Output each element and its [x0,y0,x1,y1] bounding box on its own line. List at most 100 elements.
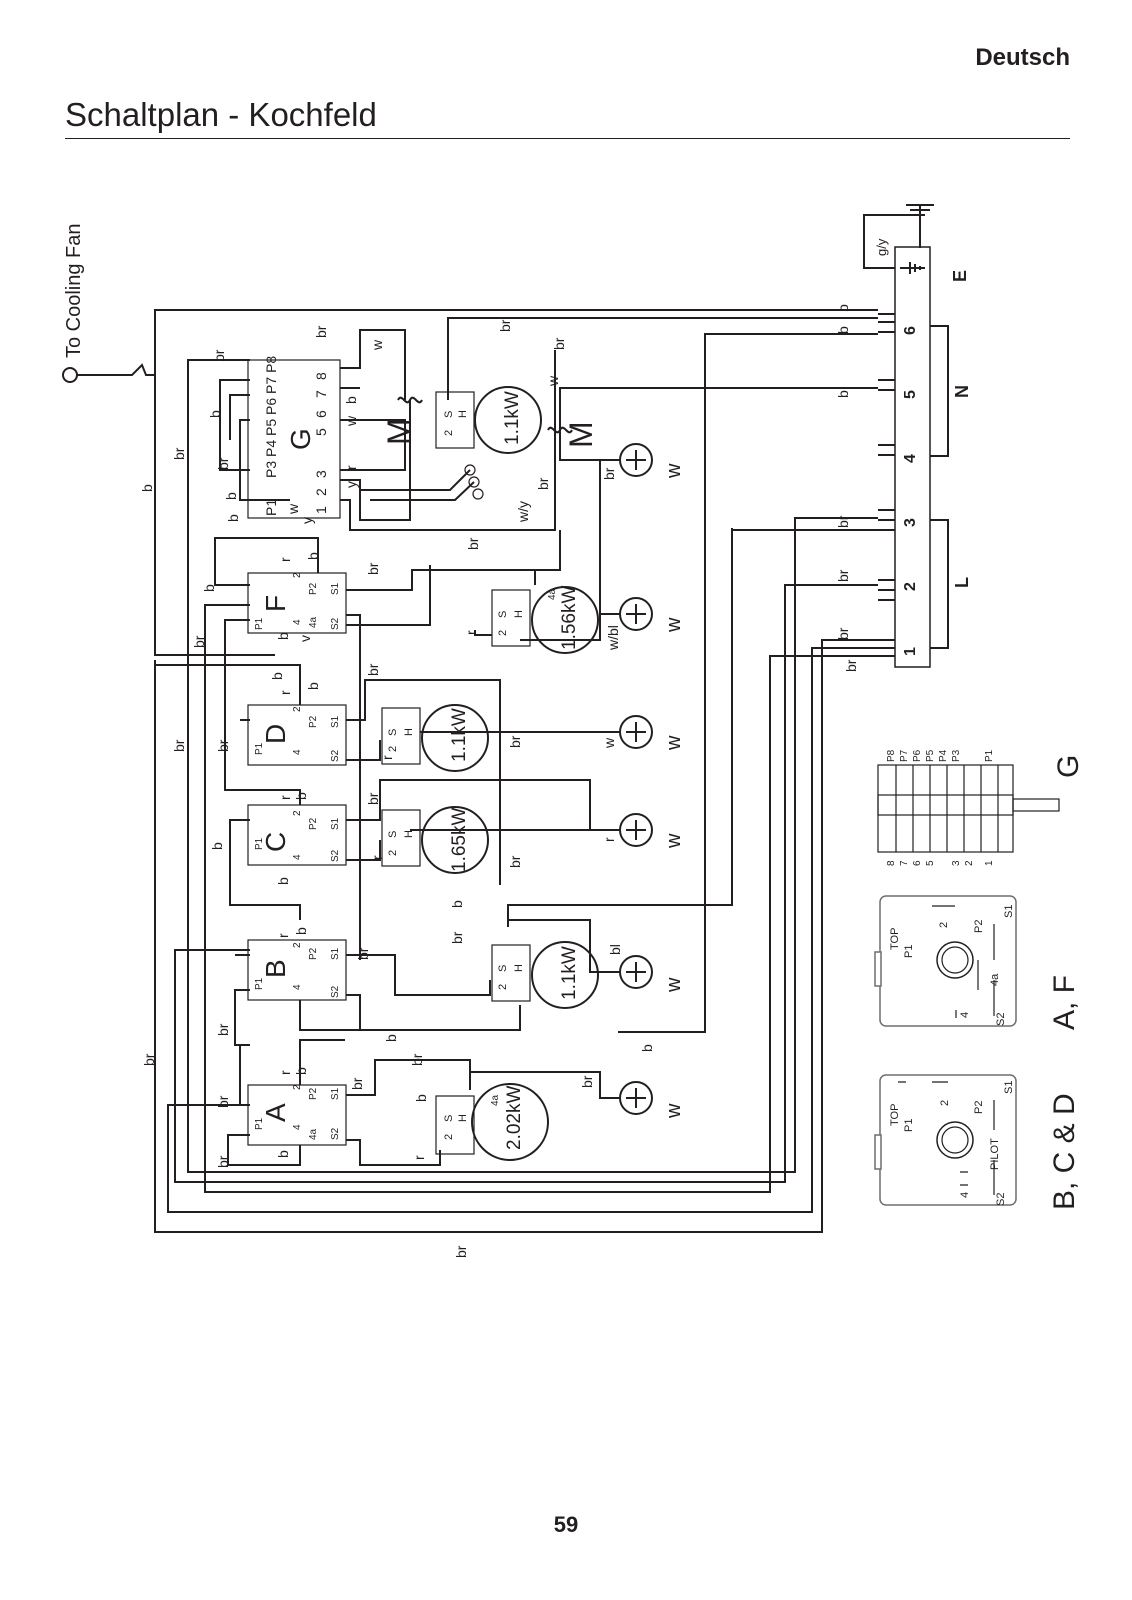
cooling-fan-connector: To Cooling Fan [62,223,155,383]
switch-a-c2: 2 [292,1084,303,1090]
legend-switch-bcd: TOP P1 2 P2 S1 S2 4 PILOT B, C & D [874,1074,1081,1210]
burner-c-rating: 1.65kW [449,808,470,872]
burner-c: 1.65kW S H 2 r br b [369,806,523,908]
burner-b-pin-2: 2 [497,984,509,990]
wire-label-b-br3: br [215,1023,231,1036]
wire-label-t5-b: b [835,390,851,398]
wire-label-d-r: r [277,690,293,695]
wire-label-g-w3: w [285,503,301,515]
switch-c-c2: 2 [292,810,303,816]
wire-label-a-br2: br [215,1095,231,1108]
legend-g-p1: P1 [984,749,995,762]
legend-bcd-top: TOP [889,1104,901,1126]
burner-a-pin-4a: 4a [490,1094,501,1106]
burner-d-pin-2: 2 [387,746,399,752]
terminal-1: 1 [902,647,919,656]
igniter-b-wire: w [663,977,685,993]
igniter-f-wire: w [663,617,685,633]
wire-label-f-b: b [305,552,321,560]
bus-wiring [154,309,878,1233]
burner-d-pin-h: H [403,728,415,736]
switch-g-contact-6: 6 [313,410,329,418]
wire-label-g-br6: br [497,319,513,332]
burner-a: 2.02kW S H 2 4a [435,1083,549,1161]
legend-af-top: TOP [889,928,901,950]
wire-label-g-b4: b [225,514,241,522]
wire-label-g-r: r [343,465,359,470]
neutral-group-label: N [952,385,972,398]
wire-label-f-r: r [277,557,293,562]
igniter-d-wire: w [663,735,685,751]
motor-left-label: M [381,418,417,445]
wire-label-a-b4: b [413,1094,429,1102]
legend-switch-g: P8 P7 P6 P5 P4 P3 P1 8 7 6 5 3 2 1 G [877,749,1085,866]
wire-label-g-w4: w [545,375,561,387]
wire-label-t1-br2: br [843,659,859,672]
switch-d-letter: D [260,724,291,744]
switch-c-p1: P1 [254,837,265,850]
terminal-5: 5 [902,390,919,399]
wire-label-c-b2: b [209,842,225,850]
switch-a-p2: P2 [308,1087,319,1100]
wire-label-f-br: br [365,562,381,575]
wire-label-g-br3: br [215,457,231,470]
burner-f-pin-s: S [497,611,509,618]
legend-g-c6: 6 [912,860,923,866]
burner-a-pin-2: 2 [443,1134,455,1140]
switch-a-c4a: 4a [308,1128,319,1140]
switch-g: G P3 P4 P5 P6 P7 P8 P1 8 7 6 5 3 2 1 br … [139,325,556,531]
legend-g-p7: P7 [899,749,910,762]
wire-label-a-b2: b [275,1150,291,1158]
wire-label-c-br2: br [507,855,523,868]
igniter-g-label: br [601,467,617,480]
terminal-2: 2 [902,582,919,591]
switch-g-contact-1: 1 [313,506,329,514]
burner-b-rating: 1.1kW [559,946,580,1000]
igniter-c-label: r [601,837,617,842]
legend-bcd-s2: S2 [995,1193,1007,1206]
switch-g-letter: G [285,428,316,450]
burner-b-pin-h: H [513,964,525,972]
legend-bcd-s1: S1 [1003,1081,1015,1094]
igniter-f-label: w/bl [605,625,621,651]
burner-f: 1.56kW S H 2 4a br r [430,537,599,654]
wire-label-a-b3: b [383,1034,399,1042]
legend-g-c3: 3 [951,860,962,866]
burner-g-rating: 1.1kW [502,391,523,445]
legend-bcd-pilot: PILOT [989,1138,1001,1170]
igniter-d-label: w [601,737,617,749]
legend-g-p3: P3 [951,749,962,762]
burner-g-pin-h: H [457,410,469,418]
switch-b-c2: 2 [292,942,303,948]
wire-label-bottom-br: br [453,1245,469,1258]
wire-label-g-br5: br [535,477,551,490]
wire-label-d-br4: br [507,735,523,748]
cooling-fan-label: To Cooling Fan [63,223,85,358]
wire-label-a-br: br [349,1077,365,1090]
wire-label-g-br7: br [551,337,567,350]
legend-switch-af: TOP P1 2 P2 S1 S2 4 4a A, F [874,895,1081,1030]
wire-label-c-br: br [365,792,381,805]
legend-af-4: 4 [959,1012,971,1018]
wire-label-t2-br: br [835,569,851,582]
wire-label-a-r: r [277,1070,293,1075]
terminal-block: g/y E 6 5 4 3 2 1 N L [863,204,972,668]
burner-d-rating: 1.1kW [449,708,470,762]
igniter-g-wire: w [663,463,685,479]
switch-g-contact-7: 7 [313,390,329,398]
wire-label-b-br: br [355,947,371,960]
burner-b-pin-s: S [497,965,509,972]
switch-g-pins-top: P3 P4 P5 P6 P7 P8 [263,356,279,478]
wire-label-f-br2: br [191,635,207,648]
switch-g-pin-p1: P1 [263,499,279,516]
wire-label-b-r: r [275,933,291,938]
switch-d-c4: 4 [292,749,303,755]
wire-label-d-br: br [365,663,381,676]
igniter-a-wire: w [663,1103,685,1119]
wire-label-f-v: v [297,635,313,642]
legend-bcd-4: 4 [959,1192,971,1198]
switch-c-c4: 4 [292,854,303,860]
burner-f-rating: 1.56kW [559,586,580,650]
wire-label-g-b3: b [223,492,239,500]
